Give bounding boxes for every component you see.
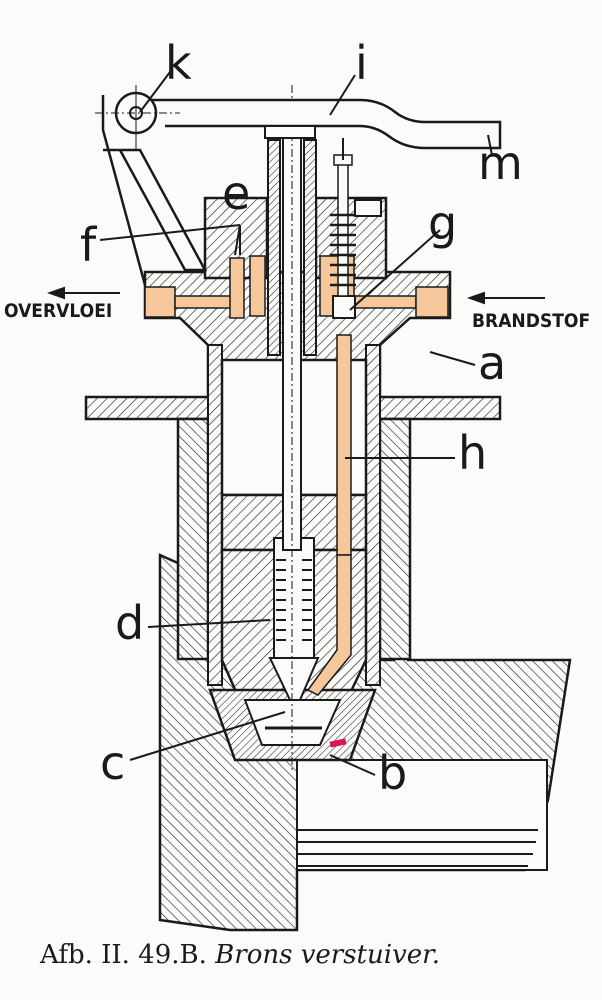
label-i: i: [355, 36, 368, 90]
check-valve-g: [330, 138, 382, 319]
fuel-pipe-h: [336, 334, 352, 556]
label-g: g: [428, 196, 458, 250]
label-k: k: [165, 36, 192, 90]
nozzle-body: [208, 537, 377, 762]
label-a: a: [478, 336, 507, 390]
label-m: m: [478, 136, 523, 190]
figure-caption: Afb. II. 49.B. Brons verstuiver.: [40, 940, 440, 970]
overflow-port: [144, 286, 176, 318]
flow-label-overflow: OVERVLOEI: [4, 300, 113, 322]
label-c: c: [100, 736, 126, 790]
label-d: d: [115, 596, 145, 650]
rocker-lever-i: [95, 85, 502, 286]
caption-title: Brons verstuiver.: [215, 940, 440, 970]
caption-prefix: Afb. II. 49.B.: [40, 940, 207, 970]
seal-ring-b: [329, 738, 347, 748]
fuel-inlet-port: [415, 286, 449, 318]
label-e: e: [222, 166, 251, 220]
label-h: h: [458, 426, 488, 480]
label-b: b: [378, 746, 408, 800]
leader-lines: [47, 71, 545, 776]
label-f: f: [80, 218, 97, 272]
pushrod-guide: [267, 85, 317, 770]
flow-label-fuel-in: BRANDSTOF: [472, 310, 591, 332]
spring-d: [276, 559, 312, 641]
